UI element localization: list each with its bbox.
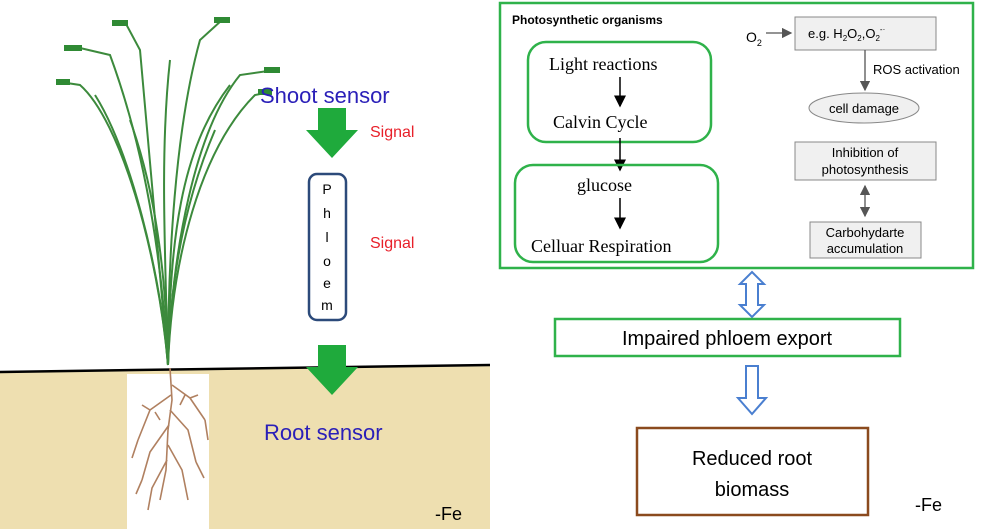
inhibition-line1: Inhibition of (832, 145, 899, 160)
hollow-double-arrow (737, 270, 767, 319)
phloem-letter: P (322, 181, 331, 197)
green-down-arrow-top (306, 108, 358, 158)
o2-label: O2 (746, 29, 762, 48)
signal-label-middle: Signal (370, 235, 414, 252)
soil-region (0, 363, 491, 529)
photosynthetic-organisms-title: Photosynthetic organisms (512, 13, 663, 27)
reduced-root-biomass-box (635, 426, 870, 517)
glucose-label: glucose (577, 175, 632, 195)
phloem-letter: m (321, 297, 333, 313)
inhibition-line2: photosynthesis (822, 162, 909, 177)
leaf-tips (56, 17, 280, 95)
phloem-letters: P h l o e m (321, 181, 333, 313)
inhibition-box (794, 141, 937, 181)
hollow-down-arrow (735, 365, 769, 416)
photosynthetic-organisms-box (498, 1, 975, 270)
carbohydrate-box (809, 221, 922, 259)
root-system-icon (131, 367, 209, 511)
carbo-line2: accumulation (827, 241, 904, 256)
cell-damage-label: cell damage (829, 101, 899, 116)
cellular-respiration-label: Celluar Respiration (531, 236, 671, 256)
cell-damage-ellipse (808, 92, 920, 124)
phloem-letter: o (323, 253, 331, 269)
plant-shoot-icon (59, 19, 276, 366)
phloem-letter: e (323, 275, 331, 291)
phloem-letter: l (325, 229, 328, 245)
root-sensor-label: Root sensor (264, 420, 383, 445)
shoot-sensor-label: Shoot sensor (260, 83, 390, 108)
signal-label-top: Signal (370, 124, 414, 141)
reduced-line1: Reduced root (692, 448, 813, 470)
calvin-cycle-label: Calvin Cycle (553, 112, 647, 132)
green-down-arrow-bottom (306, 345, 358, 395)
carbo-line1: Carbohydarte (826, 225, 905, 240)
impaired-phloem-box (553, 317, 902, 358)
ros-box (794, 16, 937, 51)
ros-activation-label: ROS activation (873, 62, 960, 77)
ros-example-label: e.g. H2O2,O2-· (808, 25, 885, 43)
light-reactions-label: Light reactions (549, 54, 657, 74)
respiration-box (513, 163, 720, 264)
phloem-letter: h (323, 205, 331, 221)
phloem-box (307, 172, 348, 322)
impaired-phloem-label: Impaired phloem export (622, 328, 833, 350)
fe-label-left: -Fe (435, 504, 462, 524)
fe-label-right: -Fe (915, 495, 942, 515)
reduced-line2: biomass (715, 479, 789, 501)
